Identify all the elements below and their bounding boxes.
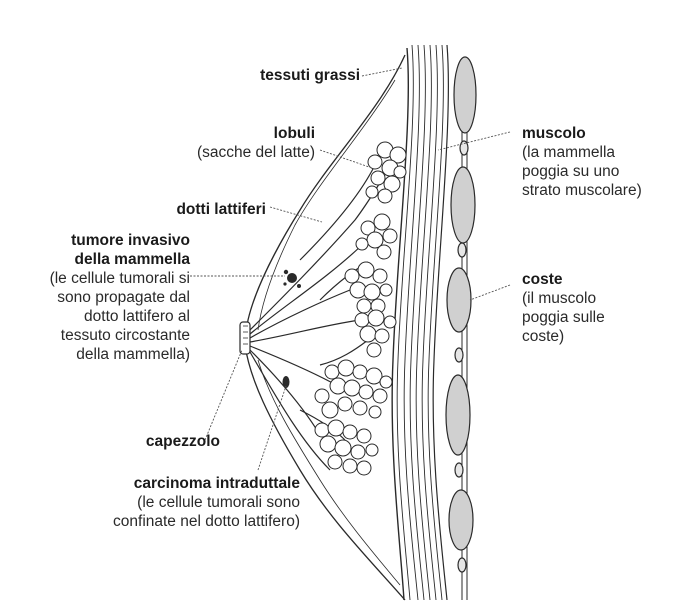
rib-1 — [454, 57, 476, 133]
rib-2 — [451, 167, 475, 243]
ribs-column — [446, 57, 476, 600]
label-coste-desc-1: (il muscolo — [522, 289, 672, 308]
nipple — [240, 322, 250, 354]
label-tumore-desc-5: della mammella) — [0, 345, 190, 364]
label-coste-desc-3: coste) — [522, 327, 672, 346]
label-coste: coste (il muscolo poggia sulle coste) — [522, 270, 672, 346]
label-lobuli-title: lobuli — [120, 124, 315, 143]
rib-4 — [446, 375, 470, 455]
label-carcinoma-desc-2: confinate nel dotto lattifero) — [40, 512, 300, 531]
invasive-tumor-mark — [283, 270, 301, 288]
label-tessuti-grassi: tessuti grassi — [180, 66, 360, 85]
label-tumore-title-1: tumore invasivo — [0, 231, 190, 250]
label-carcinoma-desc-1: (le cellule tumorali sono — [40, 493, 300, 512]
label-capezzolo-title: capezzolo — [60, 432, 220, 451]
label-muscolo: muscolo (la mammella poggia su uno strat… — [522, 124, 672, 200]
label-muscolo-desc-2: poggia su uno — [522, 162, 672, 181]
label-muscolo-desc-1: (la mammella — [522, 143, 672, 162]
label-tumore-title-2: della mammella — [0, 250, 190, 269]
muscle-layer — [392, 45, 448, 600]
rib-3 — [447, 268, 471, 332]
label-dotti-title: dotti lattiferi — [90, 200, 266, 219]
leader-lobuli — [320, 150, 372, 168]
label-tumore-desc-2: sono propagate dal — [0, 288, 190, 307]
rib-5 — [449, 490, 473, 550]
label-tumore-desc-1: (le cellule tumorali si — [0, 269, 190, 288]
leader-capezzolo — [205, 350, 242, 440]
label-tumore-invasivo: tumore invasivo della mammella (le cellu… — [0, 231, 190, 364]
label-lobuli: lobuli (sacche del latte) — [120, 124, 315, 162]
label-tumore-desc-4: tessuto circostante — [0, 326, 190, 345]
label-lobuli-desc: (sacche del latte) — [120, 143, 315, 162]
leader-muscolo — [438, 132, 510, 150]
leader-coste — [470, 285, 510, 300]
label-capezzolo: capezzolo — [60, 432, 220, 451]
label-coste-title: coste — [522, 270, 672, 289]
label-coste-desc-2: poggia sulle — [522, 308, 672, 327]
label-carcinoma-title: carcinoma intraduttale — [40, 474, 300, 493]
label-muscolo-title: muscolo — [522, 124, 672, 143]
leader-dotti — [270, 207, 322, 222]
label-dotti-lattiferi: dotti lattiferi — [90, 200, 266, 219]
label-tessuti-grassi-title: tessuti grassi — [180, 66, 360, 85]
label-carcinoma: carcinoma intraduttale (le cellule tumor… — [40, 474, 300, 531]
label-muscolo-desc-3: strato muscolare) — [522, 181, 672, 200]
label-tumore-desc-3: dotto lattifero al — [0, 307, 190, 326]
